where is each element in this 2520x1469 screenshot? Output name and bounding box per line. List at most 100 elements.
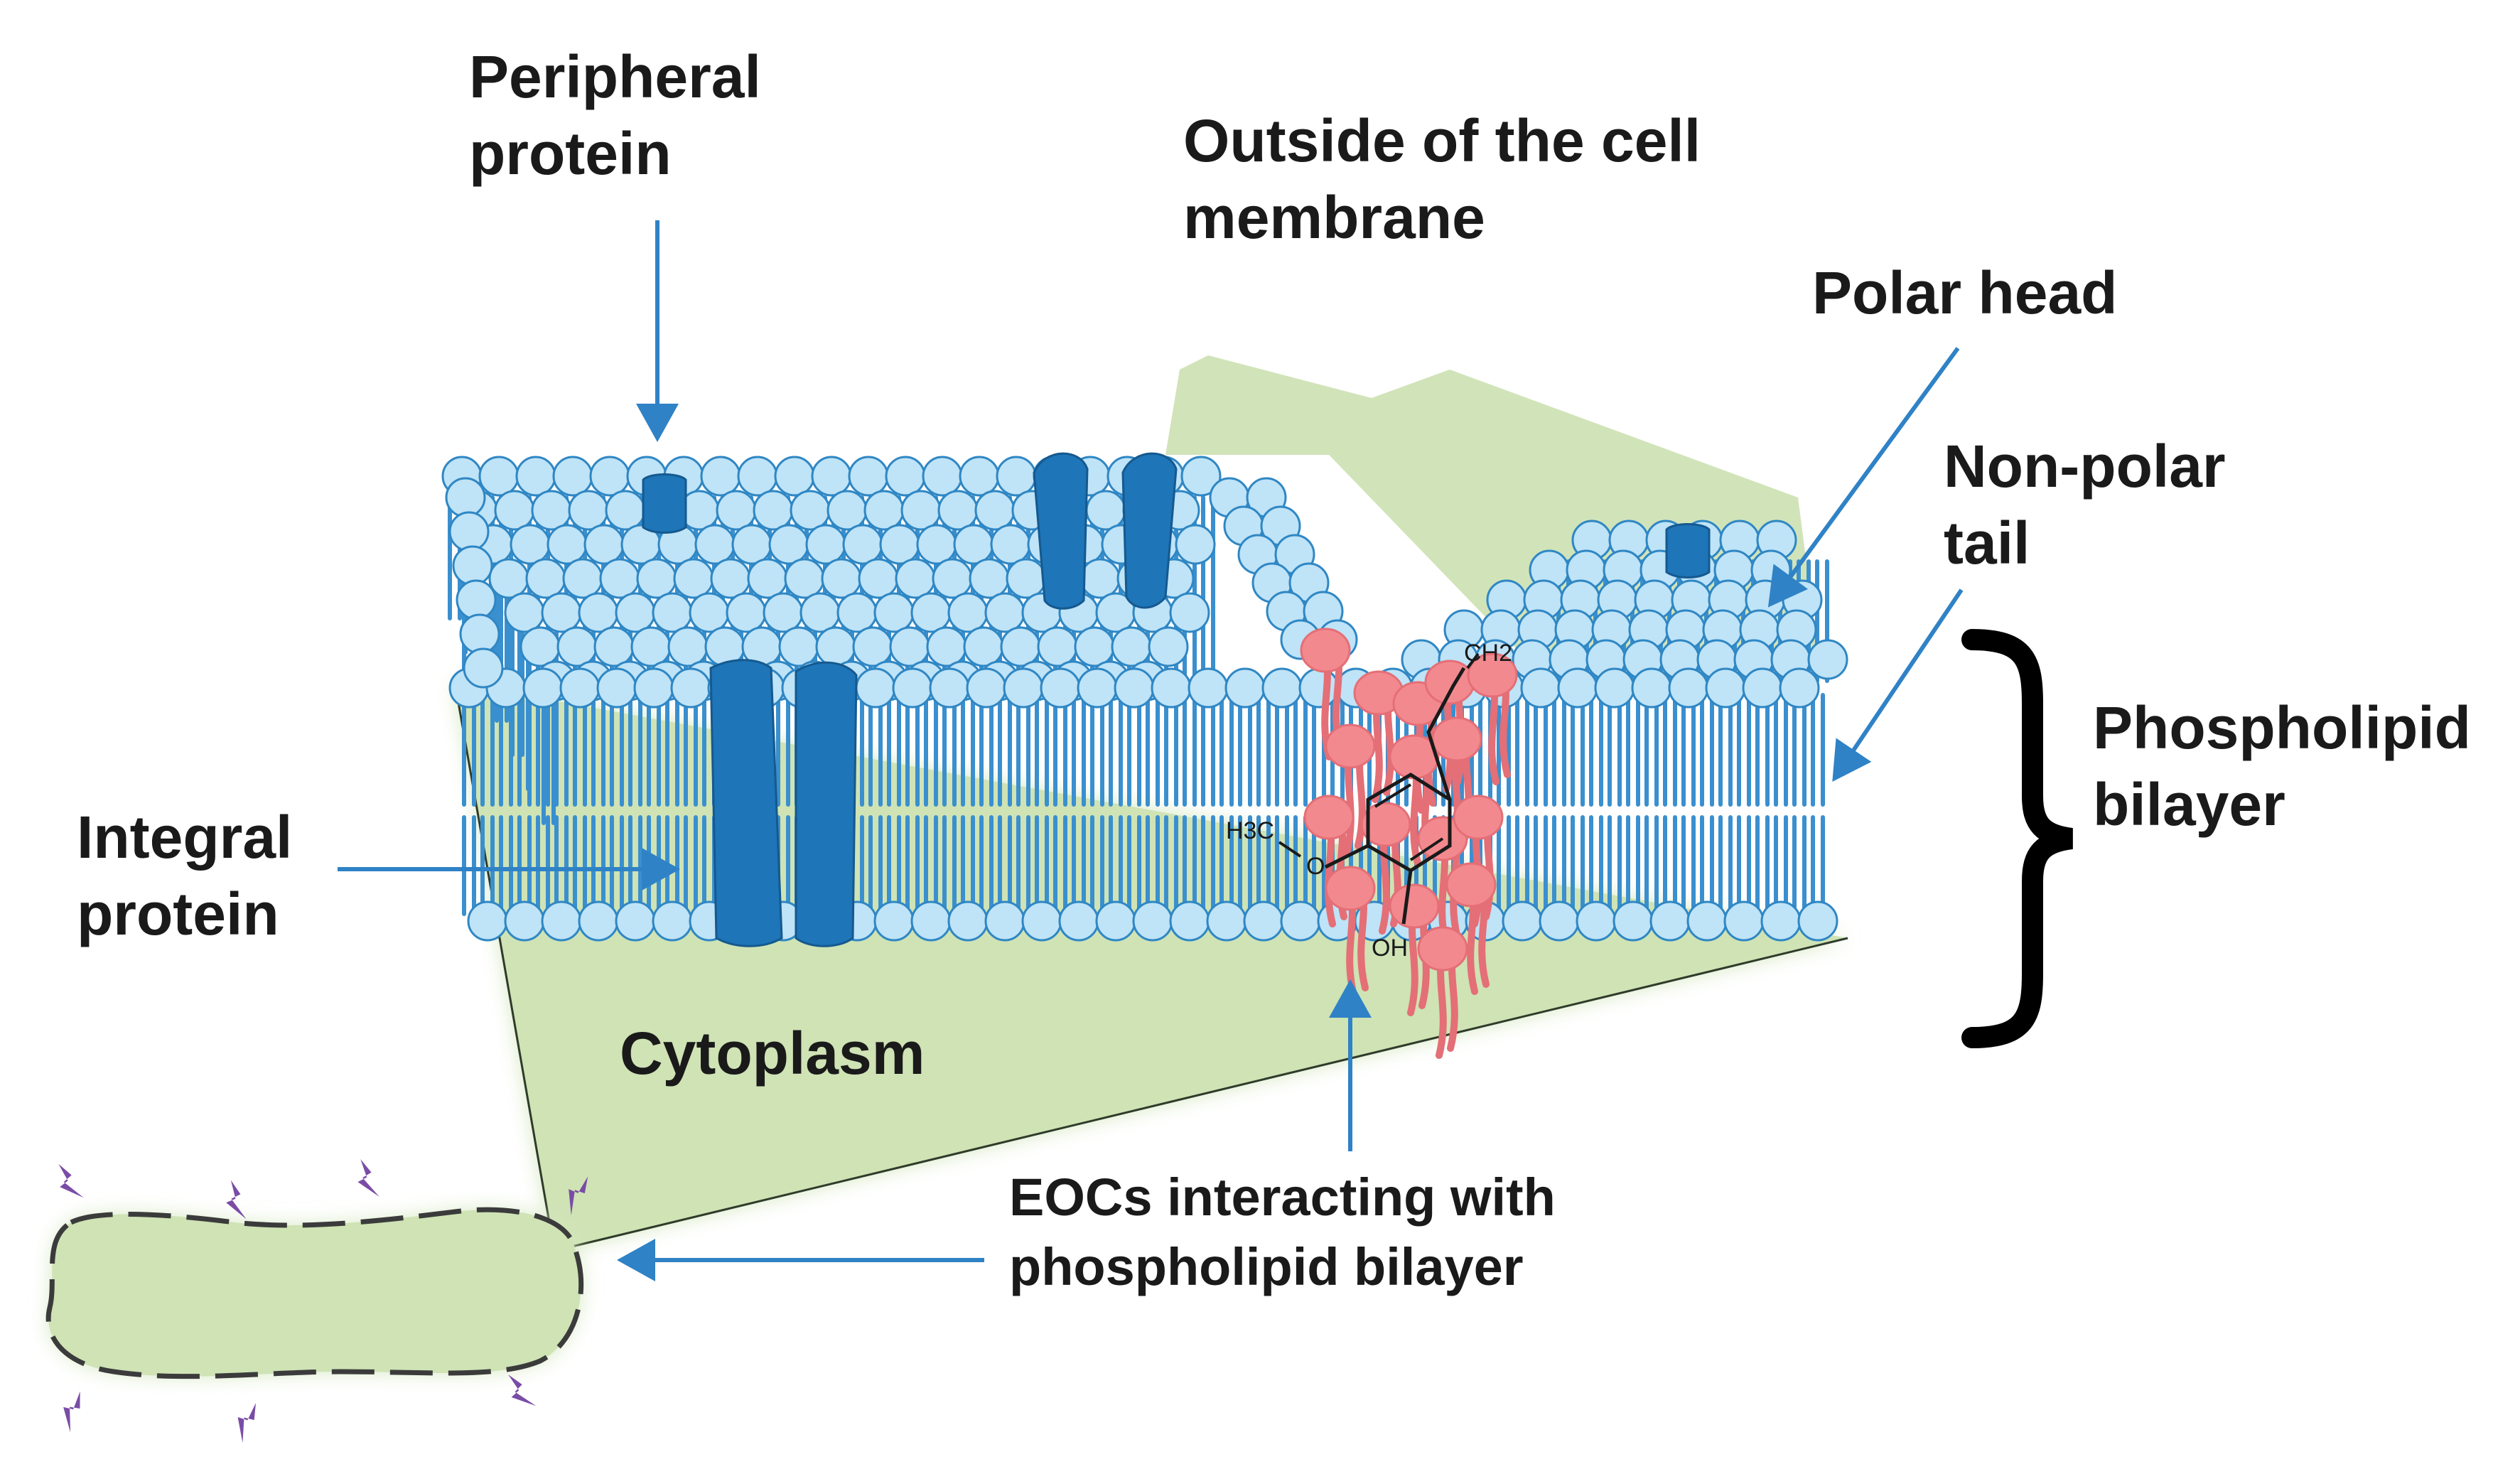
lipid-head bbox=[892, 667, 933, 709]
lipid-head bbox=[689, 592, 730, 633]
label-tail-line2: tail bbox=[1944, 510, 2030, 576]
lipid-head bbox=[1807, 639, 1848, 680]
lipid-head bbox=[815, 626, 856, 667]
lipid-head bbox=[515, 456, 556, 497]
double-bond bbox=[1374, 783, 1412, 808]
lipid-head bbox=[525, 558, 566, 599]
channel-protein-right bbox=[1121, 452, 1178, 609]
spark-icon bbox=[569, 1176, 588, 1215]
spark-icon bbox=[237, 1403, 256, 1443]
label-polar-head-text: Polar head bbox=[1812, 259, 2118, 326]
lipid-head bbox=[1114, 667, 1155, 709]
lipid-head bbox=[863, 490, 905, 531]
lipid-head bbox=[615, 592, 656, 633]
lipid-head bbox=[578, 592, 619, 633]
lipid-head bbox=[1058, 900, 1099, 942]
hydroxyl-bond bbox=[1401, 870, 1413, 925]
lipid-head bbox=[445, 477, 486, 518]
lipid-head bbox=[784, 558, 825, 599]
lipid-head bbox=[1243, 900, 1284, 942]
lipid-head bbox=[510, 524, 551, 565]
lipid-head bbox=[633, 667, 674, 709]
lipid-head bbox=[1797, 900, 1838, 942]
label-integral-line2: protein bbox=[77, 881, 279, 947]
bacterium-cell bbox=[45, 1159, 588, 1443]
spark-icon bbox=[58, 1163, 84, 1198]
lipid-head bbox=[583, 524, 625, 565]
lipid-head bbox=[778, 626, 819, 667]
eoc-head bbox=[1417, 926, 1468, 972]
lipid-head bbox=[562, 558, 603, 599]
lipid-head bbox=[700, 456, 741, 497]
lipid-head bbox=[504, 900, 545, 942]
lipid-head bbox=[910, 592, 952, 633]
eoc-head bbox=[1431, 716, 1482, 762]
lipid-head bbox=[984, 900, 1025, 942]
peripheral-protein-right bbox=[1665, 523, 1711, 579]
lipid-head bbox=[1040, 667, 1081, 709]
label-cytoplasm: Cytoplasm bbox=[620, 1015, 925, 1092]
label-phospholipid-bilayer: Phospholipid bilayer bbox=[2093, 689, 2471, 843]
lipid-head bbox=[552, 456, 593, 497]
lipid-head bbox=[969, 558, 1010, 599]
lipid-head bbox=[932, 558, 973, 599]
lipid-head bbox=[947, 900, 989, 942]
label-eocs-line1: EOCs interacting with bbox=[1009, 1168, 1556, 1227]
lipid-head bbox=[1077, 667, 1118, 709]
lipid-head bbox=[1151, 667, 1192, 709]
lipid-head bbox=[774, 456, 815, 497]
lipid-head bbox=[593, 626, 635, 667]
lipid-head bbox=[1686, 900, 1728, 942]
lipid-head bbox=[900, 490, 942, 531]
lipid-head bbox=[836, 592, 878, 633]
label-outside-line2: membrane bbox=[1183, 184, 1485, 251]
lipid-head bbox=[984, 592, 1025, 633]
spark-icon bbox=[226, 1180, 247, 1220]
arrow-non-polar-tail bbox=[1832, 588, 1964, 782]
lipid-head bbox=[568, 490, 609, 531]
oxygen-label: O bbox=[1306, 853, 1325, 880]
lipid-head bbox=[1175, 524, 1216, 565]
label-bilayer-line2: bilayer bbox=[2093, 771, 2285, 838]
lipid-head bbox=[848, 456, 889, 497]
lipid-head bbox=[463, 647, 504, 689]
lipid-head bbox=[726, 592, 767, 633]
spark-marks bbox=[58, 1159, 588, 1443]
eoc-head bbox=[1453, 795, 1504, 840]
lipid-head bbox=[630, 626, 672, 667]
phospholipid-bilayer bbox=[441, 456, 1848, 942]
lipid-head bbox=[615, 900, 656, 942]
lipid-head bbox=[459, 613, 500, 655]
lipid-head bbox=[448, 511, 490, 552]
lipid-head bbox=[926, 626, 967, 667]
lipid-head bbox=[1132, 900, 1173, 942]
membrane-proteins bbox=[642, 452, 1711, 947]
label-peripheral-line1: Peripheral bbox=[469, 43, 761, 110]
ch2-label: CH2 bbox=[1464, 640, 1512, 667]
spark-icon bbox=[357, 1159, 379, 1197]
lipid-head bbox=[1612, 900, 1654, 942]
lipid-head bbox=[947, 592, 989, 633]
label-integral-line1: Integral bbox=[77, 804, 293, 871]
lipid-head bbox=[753, 490, 794, 531]
allyl-chain bbox=[1426, 667, 1466, 800]
lipid-head bbox=[922, 456, 963, 497]
lipid-head bbox=[1705, 667, 1746, 709]
lipid-head bbox=[1631, 667, 1672, 709]
lipid-head bbox=[1502, 900, 1543, 942]
lipid-head bbox=[811, 456, 852, 497]
lipid-head bbox=[937, 490, 979, 531]
eoc-head bbox=[1303, 795, 1355, 840]
lipid-head bbox=[1148, 626, 1189, 667]
lipid-head bbox=[990, 524, 1031, 565]
lipid-head bbox=[873, 900, 915, 942]
lipid-head bbox=[959, 456, 1000, 497]
lipid-head bbox=[1779, 667, 1820, 709]
arrow-polar-head bbox=[1767, 347, 1960, 608]
lipid-head bbox=[1169, 900, 1210, 942]
eoc-cluster bbox=[1300, 628, 1518, 1059]
lipid-head bbox=[541, 900, 582, 942]
lipid-head bbox=[1006, 558, 1047, 599]
lipid-head bbox=[488, 558, 529, 599]
